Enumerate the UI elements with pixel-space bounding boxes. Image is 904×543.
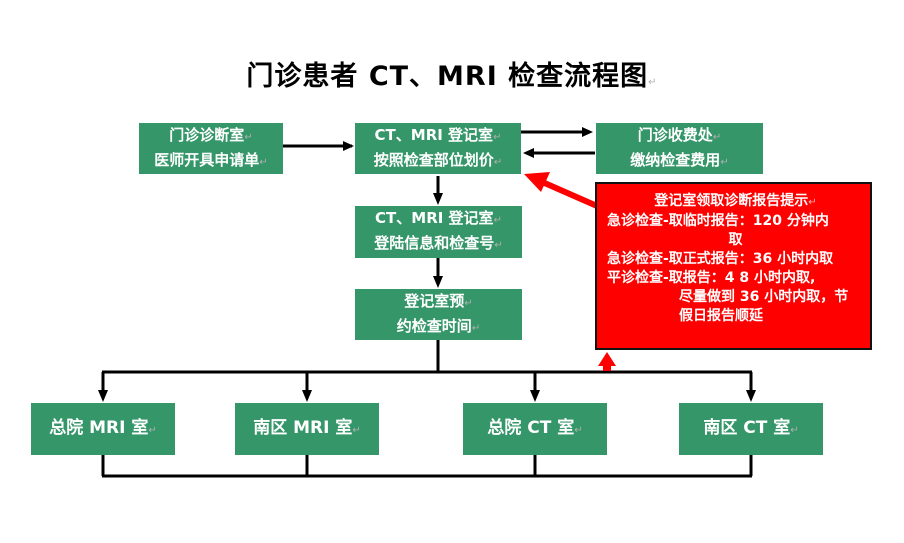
node-registration-info: CT、MRI 登记室↵ 登陆信息和检查号↵ [355, 206, 522, 258]
arrowhead [433, 193, 443, 205]
node-registration-pricing: CT、MRI 登记室↵ 按照检查部位划价↵ [355, 123, 521, 174]
notice-line: 取 [728, 232, 743, 248]
notice-line: 平诊检查-取报告：4 8 小时内取, [607, 270, 816, 286]
notice-heading: 登记室领取诊断报告提示↵ [654, 193, 817, 209]
node-main-mri: 总院 MRI 室↵ [31, 403, 175, 455]
arrowhead [302, 390, 312, 402]
node-line: 登陆信息和检查号↵ [374, 234, 503, 252]
node-line: CT、MRI 登记室↵ [374, 125, 502, 144]
node-line: 约检查时间↵ [396, 316, 481, 335]
arrowhead [433, 276, 443, 288]
notice-line: 假日报告顺延 [679, 308, 763, 324]
node-south-mri: 南区 MRI 室↵ [235, 403, 379, 455]
node-line: 医师开具申请单↵ [154, 150, 268, 169]
node-line: 按照检查部位划价↵ [373, 150, 503, 169]
arrowhead [746, 390, 756, 402]
notice-line: 急诊检查-取正式报告：36 小时内取 [607, 251, 834, 267]
paragraph-mark: ↵ [648, 77, 658, 88]
node-line: 缴纳检查费用↵ [630, 150, 729, 169]
notice-line: 急诊检查-取临时报告：120 分钟内 [607, 213, 829, 229]
node-line: 门诊诊断室↵ [169, 125, 253, 144]
notice-arrow-to-registration [538, 178, 599, 209]
notice-up-arrow [598, 352, 616, 371]
title-text: 门诊患者 CT、MRI 检查流程图 [246, 61, 649, 92]
node-main-ct: 总院 CT 室↵ [463, 403, 607, 455]
node-line: 总院 MRI 室↵ [49, 417, 157, 438]
node-line: CT、MRI 登记室↵ [375, 209, 502, 227]
notice-arrowhead [524, 172, 550, 192]
report-pickup-notice: 登记室领取诊断报告提示↵ 急诊检查-取临时报告：120 分钟内 取 急诊检查-取… [595, 182, 872, 350]
node-line: 总院 CT 室↵ [487, 417, 583, 438]
arrowhead [530, 390, 540, 402]
node-outpatient-doctor: 门诊诊断室↵ 医师开具申请单↵ [139, 123, 283, 174]
node-south-ct: 南区 CT 室↵ [679, 403, 823, 455]
arrowhead [582, 127, 593, 137]
node-line: 南区 CT 室↵ [703, 417, 799, 438]
node-appointment: 登记室预↵ 约检查时间↵ [355, 289, 522, 340]
arrowhead [523, 148, 534, 158]
node-line: 登记室预↵ [404, 291, 473, 310]
node-line: 门诊收费处↵ [637, 125, 722, 144]
notice-line: 尽量做到 36 小时内取，节 [679, 289, 849, 305]
page-title: 门诊患者 CT、MRI 检查流程图↵ [0, 54, 904, 93]
arrowhead [98, 390, 108, 402]
node-cashier: 门诊收费处↵ 缴纳检查费用↵ [596, 123, 763, 174]
node-line: 南区 MRI 室↵ [253, 417, 361, 438]
arrowhead [343, 141, 354, 151]
